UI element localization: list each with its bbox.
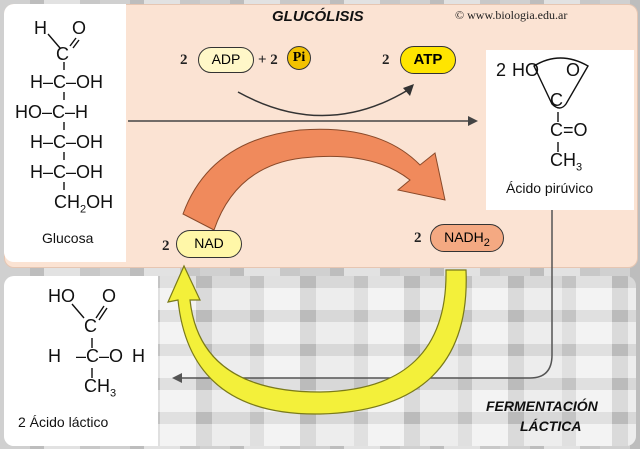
nadh-pill: NADH2 bbox=[430, 224, 504, 252]
orange-arrow bbox=[182, 128, 446, 231]
glucose-row-3: H–C–OH bbox=[30, 132, 104, 152]
nad-label: NAD bbox=[194, 235, 224, 251]
lactate-h-right: H bbox=[132, 346, 145, 366]
lactate-c-top: C bbox=[84, 316, 97, 336]
pyruvate-box bbox=[486, 50, 634, 210]
lactate-o: O bbox=[102, 286, 117, 306]
fermentation-arrowhead bbox=[172, 373, 182, 383]
pyruvate-ch3: CH3 bbox=[550, 150, 583, 174]
nadh-label: NADH bbox=[444, 229, 484, 245]
glucose-box bbox=[4, 4, 126, 262]
pyruvate-name: Ácido pirúvico bbox=[506, 180, 594, 196]
pi-circle: Pi bbox=[287, 46, 311, 70]
pyruvate-c-eq-o: C=O bbox=[550, 120, 588, 140]
lactate-box bbox=[4, 276, 158, 446]
nad-pill: NAD bbox=[176, 230, 242, 258]
glucose-row-1: H–C–OH bbox=[30, 72, 104, 92]
lactate-h-left: H bbox=[48, 346, 61, 366]
glucose-c1: C bbox=[56, 44, 69, 64]
adp-pill: ADP bbox=[198, 47, 254, 73]
fermentation-title-line1: FERMENTACIÓN bbox=[486, 398, 598, 414]
nadh-coefficient: 2 bbox=[414, 230, 422, 246]
pi-plus-coefficient: + 2 bbox=[258, 52, 278, 68]
pyruvate-ho: HO bbox=[512, 60, 539, 80]
fermentation-arrow bbox=[180, 210, 553, 379]
glycolysis-arrowhead bbox=[468, 116, 478, 126]
glucose-row-5: CH2OH bbox=[54, 192, 114, 216]
site-credit: © www.biologia.edu.ar bbox=[455, 8, 568, 22]
pyruvate-c-top: C bbox=[550, 90, 563, 110]
pyruvate-o: O bbox=[566, 60, 581, 80]
glucose-row-4: H–C–OH bbox=[30, 162, 104, 182]
glucose-top-h: H bbox=[34, 18, 47, 38]
nad-coefficient: 2 bbox=[162, 238, 170, 254]
pyruvate-coefficient: 2 bbox=[496, 60, 507, 80]
adp-atp-arrowhead bbox=[403, 84, 414, 96]
atp-pill: ATP bbox=[400, 46, 456, 74]
fermentation-title-line2: LÁCTICA bbox=[520, 418, 582, 434]
glucose-name: Glucosa bbox=[42, 230, 94, 246]
lactate-name: 2 Ácido láctico bbox=[18, 414, 109, 430]
nadh-subscript: 2 bbox=[483, 236, 490, 249]
pyruvate-ring bbox=[533, 57, 589, 109]
lactate-ho: HO bbox=[48, 286, 75, 306]
yellow-arrow bbox=[166, 264, 467, 415]
lactate-c-mid: –C–O bbox=[76, 346, 124, 366]
glucose-top-o: O bbox=[72, 18, 87, 38]
atp-coefficient: 2 bbox=[382, 52, 390, 68]
lactate-ch3: CH3 bbox=[84, 376, 117, 400]
adp-coefficient: 2 bbox=[180, 52, 188, 68]
glycolysis-title: GLUCÓLISIS bbox=[272, 8, 364, 25]
adp-atp-arrow bbox=[237, 89, 409, 117]
glucose-row-2: HO–C–H bbox=[15, 102, 89, 122]
